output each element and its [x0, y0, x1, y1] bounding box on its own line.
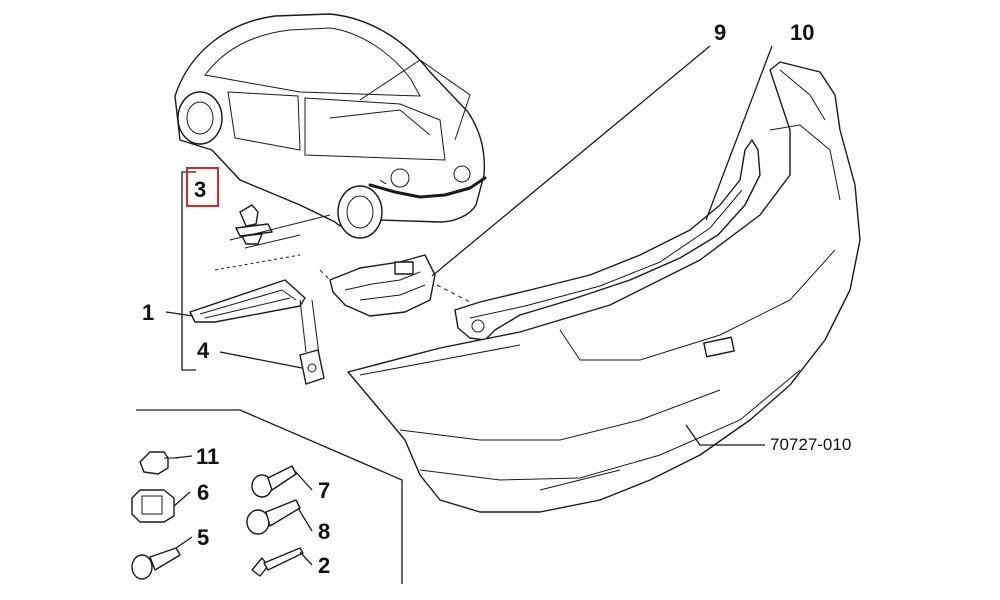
- fastener-5: [131, 547, 181, 580]
- label-7: 7: [318, 478, 330, 503]
- impact-beam: [454, 139, 761, 341]
- mount-bracket-9: [329, 254, 436, 317]
- label-11: 11: [196, 444, 219, 469]
- label-10: 10: [790, 20, 814, 45]
- label-9: 9: [714, 20, 726, 45]
- label-1: 1: [142, 300, 154, 325]
- label-5: 5: [197, 525, 209, 550]
- reference-code: 70727-010: [770, 435, 851, 454]
- push-clip-3: [235, 204, 273, 245]
- fastener-6: [131, 489, 175, 523]
- fastener-8: [246, 499, 301, 535]
- fastener-panel-border: [136, 409, 403, 584]
- label-3: 3: [194, 177, 206, 202]
- fastener-11: [139, 451, 178, 475]
- spring-nut-4: [299, 349, 325, 385]
- label-2: 2: [318, 553, 330, 578]
- label-8: 8: [318, 519, 330, 544]
- label-6: 6: [197, 480, 209, 505]
- rear-bumper: [347, 61, 861, 513]
- label-4: 4: [197, 338, 210, 363]
- highlight-box: [186, 167, 219, 207]
- car-overview: [174, 13, 487, 239]
- fastener-2: [251, 547, 304, 577]
- fastener-7: [251, 465, 297, 498]
- bracket-1: [189, 279, 306, 323]
- group-bracket: [181, 171, 196, 371]
